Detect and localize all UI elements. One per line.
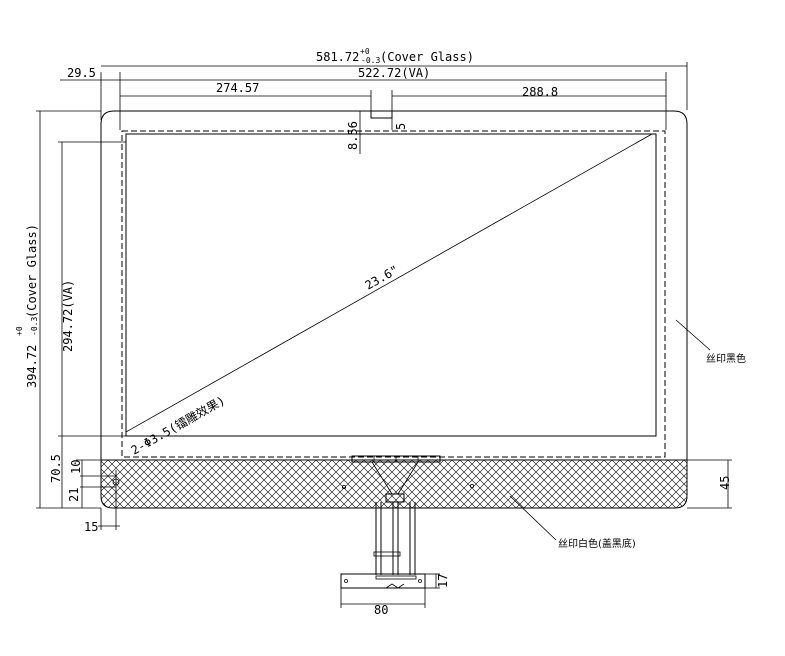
- left-margin-dim: 29.5: [67, 66, 96, 80]
- cover-glass-height-dim: 394.72: [25, 345, 39, 388]
- bottom-height-left-dim: 70.5: [49, 454, 63, 483]
- left-hole: [112, 478, 120, 486]
- hole-offset-bottom-dim: 21: [67, 488, 81, 502]
- white-print-band: [101, 460, 687, 508]
- slot-to-right-dim: 288.8: [522, 85, 558, 99]
- fpc-connector: [340, 573, 426, 589]
- cover-glass-width-dim: 581.72: [316, 50, 359, 64]
- white-print-leader: [509, 495, 557, 541]
- fpc-stiffener-mark: [373, 551, 401, 557]
- left-to-slot-dim: 274.57: [216, 81, 259, 95]
- fpc-tail-width-dim: 80: [374, 603, 388, 617]
- black-print-leader: [675, 319, 711, 351]
- cover-glass-width-tol-lower: -0.3: [361, 56, 380, 65]
- cover-glass-height-suffix: (Cover Glass): [25, 224, 39, 318]
- white-print-note: 丝印白色(盖黑底): [558, 537, 636, 550]
- active-area-outline: [125, 133, 657, 437]
- diagonal-line: [125, 133, 653, 433]
- slot-width-dim: 5: [394, 123, 408, 130]
- top-slot: [370, 111, 393, 119]
- mid-hole: [341, 484, 346, 489]
- right-hole: [469, 483, 474, 488]
- cover-glass-outline: [100, 110, 688, 509]
- va-height-dim: 294.72(VA): [61, 280, 75, 352]
- viewing-area-outline: [121, 130, 666, 458]
- bottom-band-height-dim: 45: [718, 476, 732, 490]
- hole-offset-top-dim: 10: [69, 460, 83, 474]
- diagonal-label: 23.6": [363, 263, 401, 293]
- cover-glass-width-tol-upper: +0: [360, 47, 370, 56]
- cover-glass-height-tol-lower: -0.3: [30, 317, 39, 336]
- hole-offset-side-dim: 15: [84, 520, 98, 534]
- slot-depth-dim: 8.56: [346, 121, 360, 150]
- va-width-dim: 522.72(VA): [358, 66, 430, 80]
- cover-glass-width-suffix: (Cover Glass): [380, 50, 474, 64]
- fpc-tail-height-dim: 17: [436, 574, 450, 588]
- fpc-bond-area: [385, 493, 405, 503]
- black-print-note: 丝印黑色: [706, 352, 746, 365]
- cover-glass-height-tol-upper: +0: [15, 326, 24, 336]
